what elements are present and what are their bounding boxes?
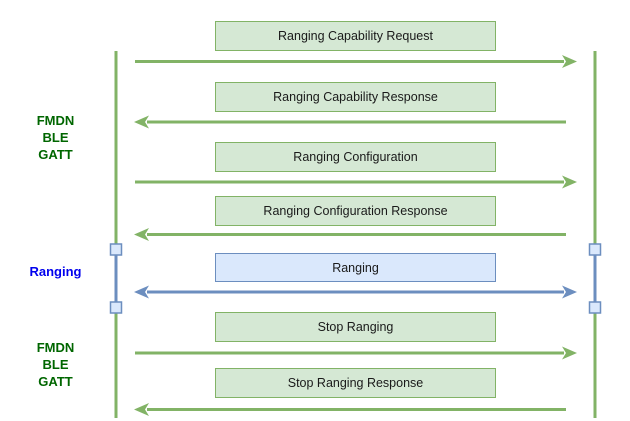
side-label-line: GATT [38,374,73,389]
message-label: Ranging Configuration [293,150,418,164]
side-label-line: FMDN [36,113,75,128]
activation-square-right-top [588,243,602,256]
message-box-stop-ranging-response: Stop Ranging Response [215,368,496,398]
activation-square-right-bottom [588,301,602,314]
arrow-stop-ranging-response [134,403,566,416]
message-box-ranging-configuration-response: Ranging Configuration Response [215,196,496,226]
message-label: Ranging Capability Request [278,29,433,43]
side-label-ranging: Ranging [8,263,103,280]
arrow-ranging-capability-response [134,115,566,129]
side-label-line: BLE [42,357,69,372]
activation-square-left-top [109,243,123,256]
message-label: Ranging Configuration Response [263,204,448,218]
activation-square-left-bottom [109,301,123,314]
message-box-ranging-configuration: Ranging Configuration [215,142,496,172]
arrow-ranging-configuration [135,175,577,189]
message-label: Ranging Capability Response [273,90,438,104]
message-box-stop-ranging: Stop Ranging [215,312,496,342]
side-label-fmdn-ble-gatt-bottom: FMDN BLE GATT [8,339,103,390]
message-box-ranging-capability-response: Ranging Capability Response [215,82,496,112]
message-label: Stop Ranging Response [287,376,424,390]
side-label-line: GATT [38,147,73,162]
side-label-line: BLE [42,130,69,145]
side-label-fmdn-ble-gatt-top: FMDN BLE GATT [8,112,103,163]
side-label-line: FMDN [36,340,75,355]
message-label: Ranging [332,260,379,275]
arrow-ranging-configuration-response [134,228,566,241]
arrow-stop-ranging [135,346,577,360]
message-label: Stop Ranging [317,320,394,334]
message-box-ranging-capability-request: Ranging Capability Request [215,21,496,51]
side-label-line: Ranging [29,264,82,279]
message-box-ranging: Ranging [215,253,496,282]
arrow-ranging-capability-request [135,55,577,68]
arrow-ranging-bidirectional [134,285,577,299]
